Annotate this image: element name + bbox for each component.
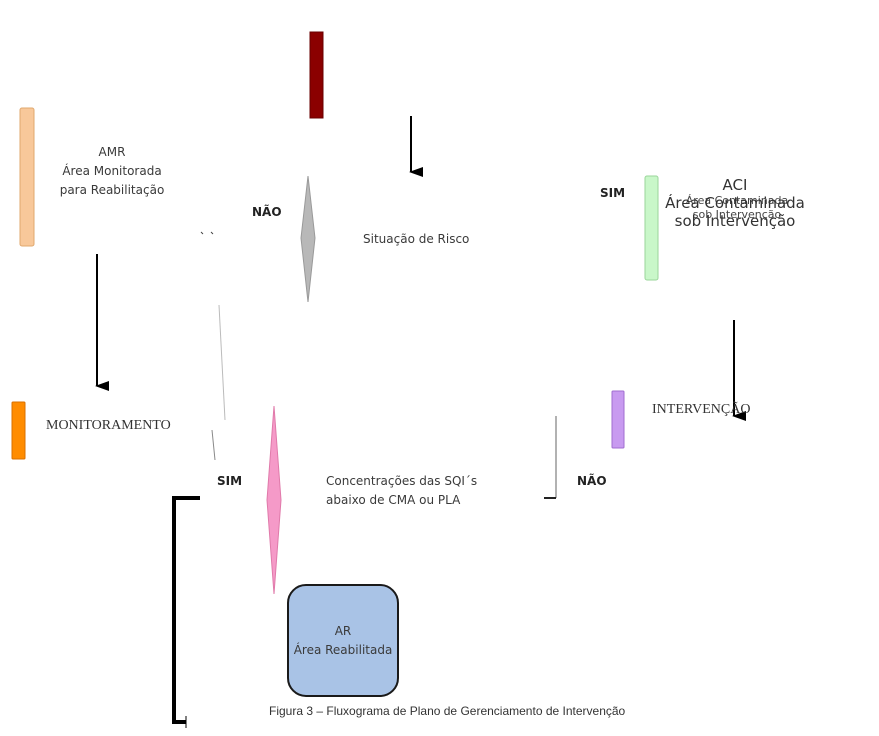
amr-label-line-2: Área Monitorada [62,164,162,178]
connector-tick-b [210,231,214,235]
intervencao-label: INTERVENÇÃO [652,402,751,417]
ar-label-line-1: AR [334,624,352,638]
aci-node [644,175,659,281]
intervencao-node [611,390,625,449]
start-node [309,31,324,119]
concentracoes-line-2: abaixo de CMA ou PLA [326,493,461,507]
connector-thin-left [218,304,226,421]
loop-back-connector [172,496,200,724]
connector-thin-left-2 [211,429,216,461]
ar-label: AR Área Reabilitada [288,622,398,660]
ar-label-line-2: Área Reabilitada [293,643,393,657]
edge-label-sim-top: SIM [600,186,626,200]
edge-label-nao-bottom: NÃO [577,474,607,488]
connector-tick-a [200,231,204,235]
aci-large-line-1: Área Contaminada [665,194,805,212]
ar-node [287,584,399,697]
concentracoes-line-1: Concentrações das SQI´s [326,474,478,488]
edge-label-nao-top: NÃO [252,205,282,219]
monitoramento-node [11,401,26,460]
amr-node [19,107,35,247]
monitoramento-label: MONITORAMENTO [46,418,171,433]
aci-small-line-2: sob Intervenção [692,208,782,221]
aci-large-line-2: sob Intervenção [674,212,796,230]
amr-label: AMR Área Monitorada para Reabilitação [52,143,172,200]
aci-small-line-1: Área Contaminada [685,194,789,207]
amr-label-line-3: para Reabilitação [59,183,165,197]
aci-label-small: Área Contaminada sob Intervenção [672,194,802,222]
risk-decision-node [300,175,316,303]
risk-label: Situação de Risco [363,232,470,246]
figure-caption: Figura 3 – Fluxograma de Plano de Gerenc… [269,704,626,718]
concentration-decision-node [266,405,282,595]
aci-title: ACI [722,176,748,194]
edge-label-sim-bottom: SIM [217,474,243,488]
amr-label-line-1: AMR [98,145,126,159]
aci-label-large: ACI Área Contaminada sob Intervenção [655,176,815,230]
concentracoes-label: Concentrações das SQI´s abaixo de CMA ou… [326,472,477,510]
